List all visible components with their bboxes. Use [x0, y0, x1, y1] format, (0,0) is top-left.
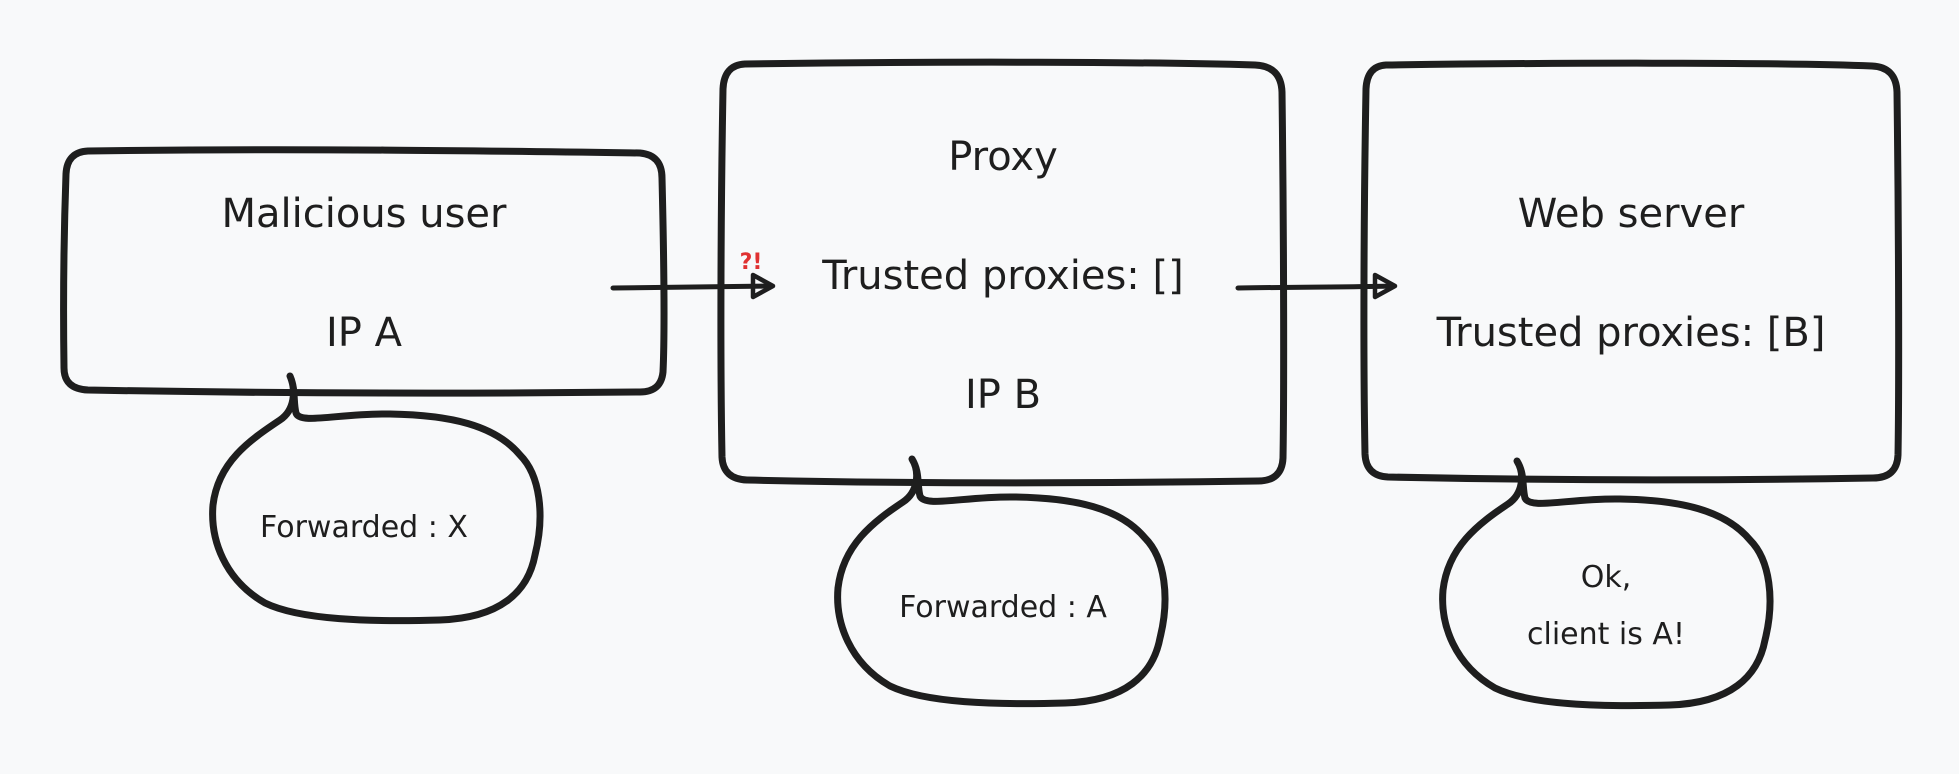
web-server-bubble-line2: client is A!	[1527, 617, 1685, 652]
malicious-user-bubble-text: Forwarded : X	[260, 510, 468, 545]
arrow-proxy-to-server	[1235, 272, 1398, 300]
web-server-trusted-proxies: Trusted proxies: [B]	[1436, 310, 1826, 356]
proxy-title: Proxy	[948, 134, 1058, 180]
proxy-bubble: Forwarded : A	[834, 455, 1169, 708]
web-server-box	[1360, 59, 1903, 484]
proxy-box	[717, 58, 1288, 487]
proxy-node[interactable]: Proxy Trusted proxies: [] IP B ?!	[717, 58, 1288, 487]
web-server-title: Web server	[1518, 191, 1745, 237]
proxy-alert-mark: ?!	[740, 250, 763, 275]
web-server-bubble-outline	[1439, 457, 1774, 710]
arrow-proxy-to-server-head	[1372, 272, 1398, 300]
arrow-user-to-proxy	[610, 272, 776, 300]
proxy-trusted-proxies: Trusted proxies: []	[821, 253, 1183, 299]
web-server-node[interactable]: Web server Trusted proxies: [B]	[1360, 59, 1903, 484]
malicious-user-node[interactable]: Malicious user IP A	[60, 146, 668, 397]
proxy-bubble-text: Forwarded : A	[899, 590, 1107, 625]
arrow-proxy-to-server-line	[1235, 283, 1395, 291]
malicious-user-box	[60, 146, 668, 397]
web-server-bubble-line1: Ok,	[1581, 560, 1632, 595]
malicious-user-bubble-outline	[209, 372, 544, 625]
proxy-ip: IP B	[965, 372, 1041, 418]
arrow-user-to-proxy-line	[610, 283, 773, 291]
malicious-user-ip: IP A	[326, 310, 403, 356]
arrow-user-to-proxy-head	[750, 272, 776, 300]
web-server-bubble: Ok, client is A!	[1439, 457, 1774, 710]
malicious-user-bubble: Forwarded : X	[209, 372, 544, 625]
malicious-user-title: Malicious user	[222, 191, 508, 237]
proxy-bubble-outline	[834, 455, 1169, 708]
